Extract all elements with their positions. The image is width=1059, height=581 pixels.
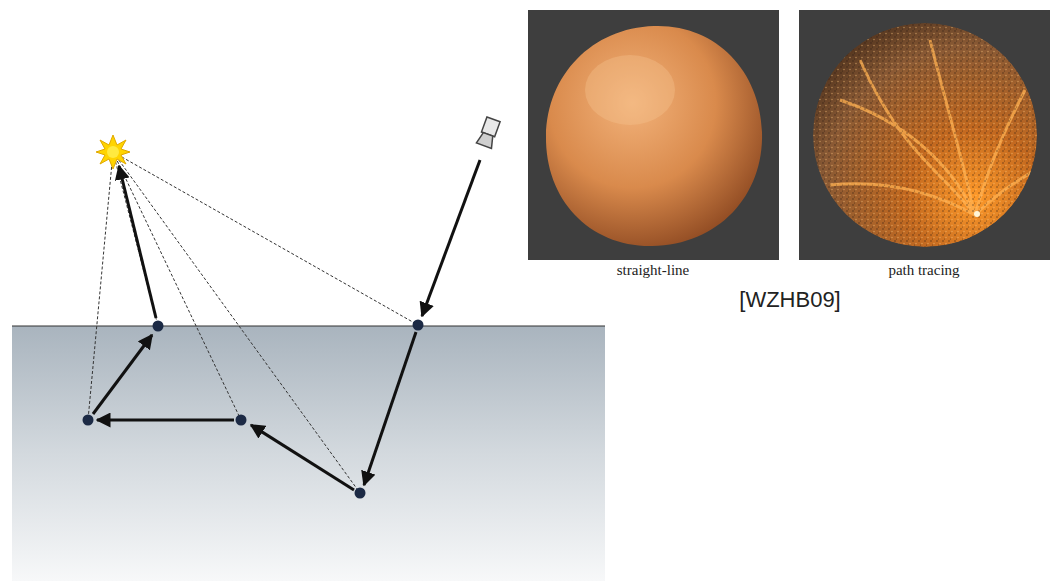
citation-label: [WZHB09] <box>739 287 840 313</box>
image-caption: path tracing <box>888 262 959 279</box>
image-caption: straight-line <box>617 262 689 279</box>
